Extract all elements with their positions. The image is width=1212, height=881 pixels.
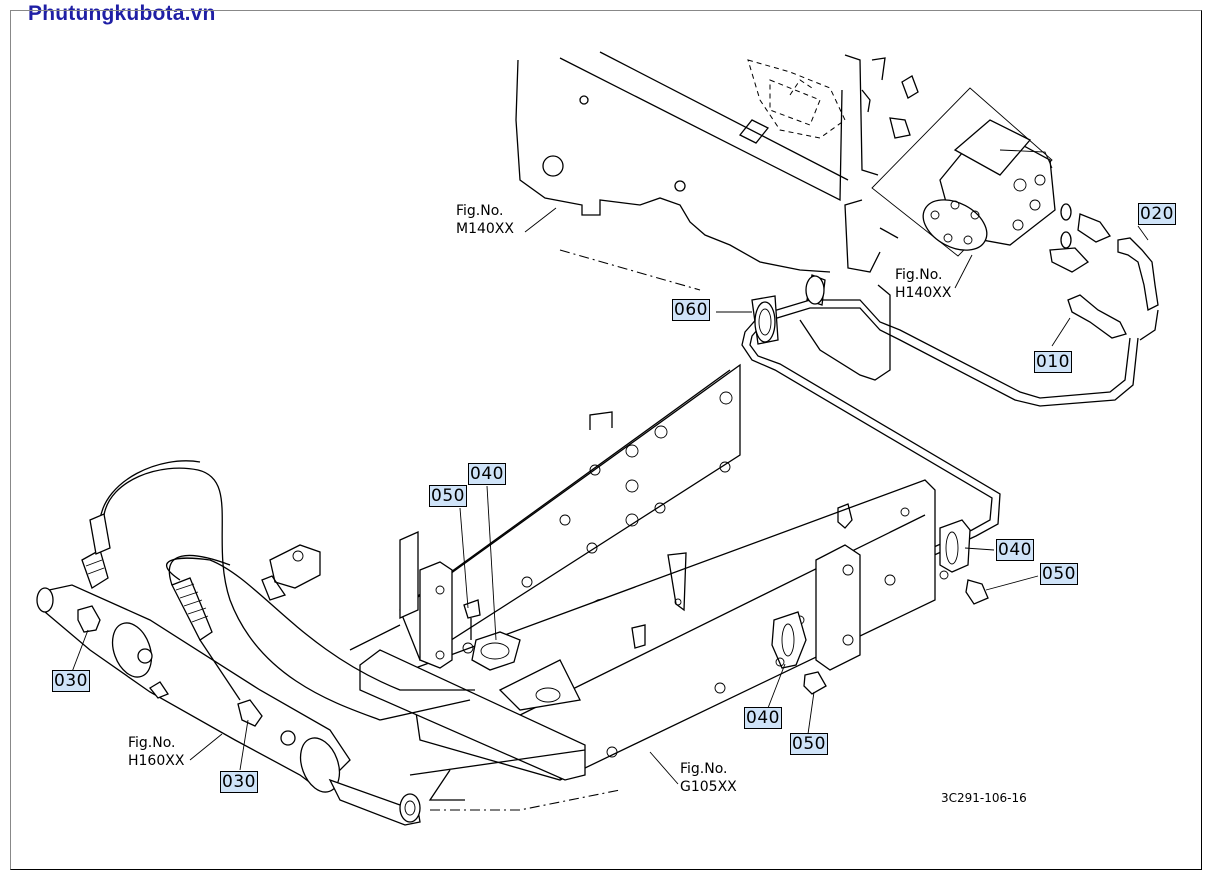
fig-ref-h140-title: Fig.No. (895, 267, 943, 283)
part-label-060[interactable]: 060 (672, 299, 710, 321)
fig-ref-m140-number: M140XX (456, 221, 514, 237)
fig-ref-g105-number: G105XX (680, 779, 737, 795)
hoses (81, 460, 475, 721)
fig-ref-h160-title: Fig.No. (128, 735, 176, 751)
leader-lines (71, 207, 1149, 785)
part-label-050[interactable]: 050 (429, 485, 467, 507)
fig-ref-g105: Fig.No. G105XX (680, 760, 737, 796)
steering-unit-drawing (871, 87, 1056, 257)
site-brand[interactable]: Phutungkubota.vn (28, 2, 216, 25)
chassis-drawing (261, 249, 936, 811)
clamp-drawings (462, 275, 989, 695)
part-label-050[interactable]: 050 (790, 733, 828, 755)
part-label-030[interactable]: 030 (52, 670, 90, 692)
pump-fittings (1049, 203, 1159, 341)
rear-housing-drawing (515, 51, 919, 381)
drawing-code: 3C291-106-16 (941, 791, 1027, 805)
fig-ref-h140: Fig.No. H140XX (895, 266, 951, 302)
part-label-010[interactable]: 010 (1034, 351, 1072, 373)
fig-ref-m140: Fig.No. M140XX (456, 202, 514, 238)
fig-ref-g105-title: Fig.No. (680, 761, 728, 777)
fig-ref-m140-title: Fig.No. (456, 203, 504, 219)
part-label-040[interactable]: 040 (744, 707, 782, 729)
part-label-040[interactable]: 040 (996, 539, 1034, 561)
drawing-frame (10, 10, 1202, 870)
fig-ref-h160: Fig.No. H160XX (128, 734, 184, 770)
part-label-050[interactable]: 050 (1040, 563, 1078, 585)
cylinder-drawing (36, 584, 421, 826)
part-label-020[interactable]: 020 (1138, 203, 1176, 225)
part-label-040[interactable]: 040 (468, 463, 506, 485)
fig-ref-h140-number: H140XX (895, 285, 952, 301)
fig-ref-h160-number: H160XX (128, 753, 185, 769)
part-label-030[interactable]: 030 (220, 771, 258, 793)
